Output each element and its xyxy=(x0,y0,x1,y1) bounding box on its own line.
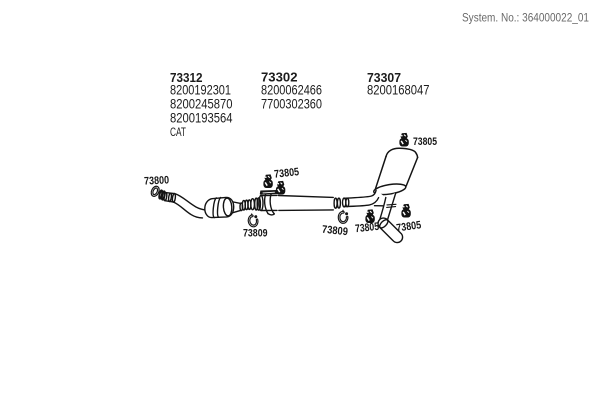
svg-text:73805: 73805 xyxy=(413,136,437,148)
svg-text:CAT: CAT xyxy=(170,125,186,139)
svg-text:73805: 73805 xyxy=(396,219,422,234)
svg-text:73800: 73800 xyxy=(144,174,170,187)
svg-text:8200193564: 8200193564 xyxy=(170,111,233,126)
svg-text:System. No.: 364000022_01: System. No.: 364000022_01 xyxy=(462,13,589,25)
svg-text:73809: 73809 xyxy=(321,224,348,239)
svg-text:7700302360: 7700302360 xyxy=(261,97,322,112)
svg-text:73805: 73805 xyxy=(355,221,380,235)
svg-text:73805: 73805 xyxy=(274,166,300,181)
svg-text:8200168047: 8200168047 xyxy=(367,83,430,98)
svg-text:8200192301: 8200192301 xyxy=(170,83,231,98)
svg-text:8200245870: 8200245870 xyxy=(170,97,233,112)
svg-text:73307: 73307 xyxy=(367,70,401,85)
svg-text:73312: 73312 xyxy=(170,70,203,85)
svg-text:73302: 73302 xyxy=(261,70,298,85)
svg-text:73809: 73809 xyxy=(243,228,268,240)
svg-text:8200062466: 8200062466 xyxy=(261,83,322,98)
